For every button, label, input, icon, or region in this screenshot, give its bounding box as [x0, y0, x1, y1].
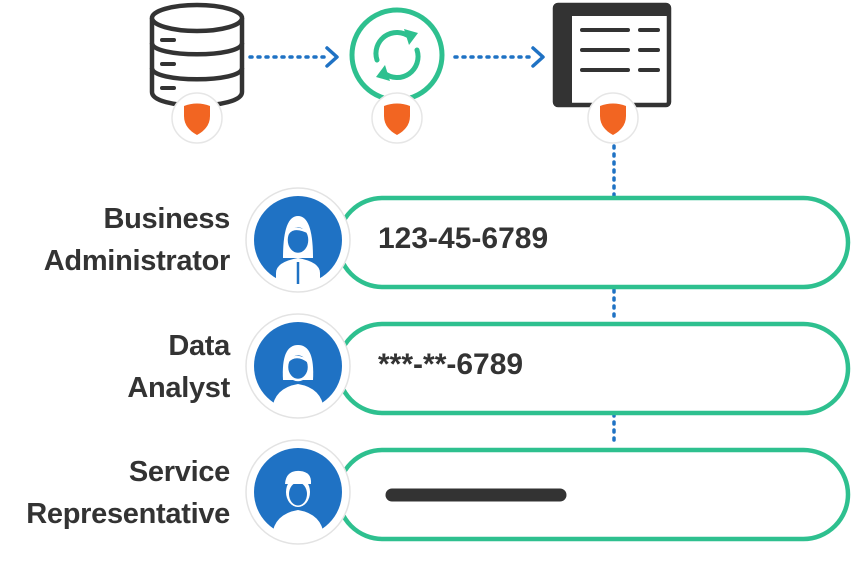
role-label-line2: Analyst [127, 372, 230, 404]
role-label-line1: Business [103, 203, 230, 235]
dotted-arrow-1 [248, 46, 339, 68]
sync-icon [349, 7, 445, 103]
role-label-data-analyst: Data Analyst [127, 325, 230, 409]
full-value-text: 123-45-6789 [378, 222, 549, 255]
shield-icon [587, 92, 639, 144]
role-label-business-administrator: Business Administrator [43, 198, 231, 282]
document-icon [552, 2, 672, 108]
shield-icon [171, 92, 223, 144]
masked-value-text: ***-**-6789 [378, 348, 524, 381]
database-icon [149, 2, 245, 108]
role-label-line2: Representative [26, 498, 230, 530]
business-administrator-avatar [245, 187, 351, 293]
role-label-line1: Service [128, 456, 230, 488]
role-label-line2: Administrator [43, 245, 231, 277]
shield-icon [371, 92, 423, 144]
role-label-service-representative: Service Representative [26, 451, 230, 535]
dotted-arrow-2 [453, 46, 545, 68]
data-analyst-avatar [245, 313, 351, 419]
role-label-line1: Data [168, 330, 230, 362]
service-representative-avatar [245, 439, 351, 545]
